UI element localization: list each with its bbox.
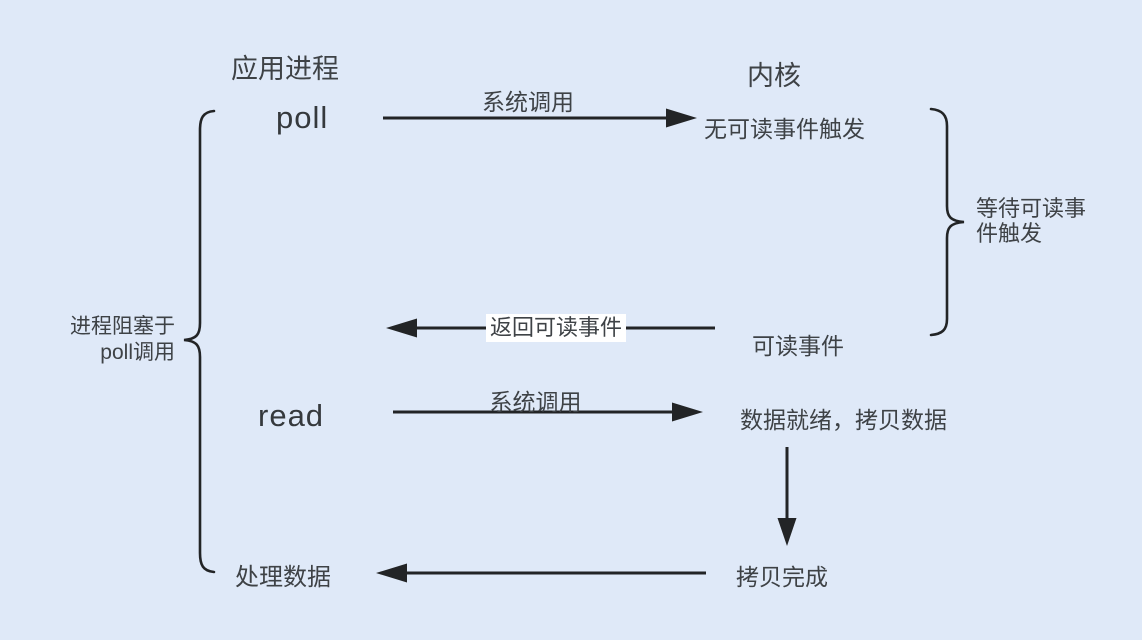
left-brace <box>183 109 216 574</box>
label-process-blocked-on-poll: 进程阻塞于 poll调用 <box>58 314 175 366</box>
node-data-ready-copy: 数据就绪，拷贝数据 <box>740 407 947 433</box>
node-no-readable-event: 无可读事件触发 <box>704 116 865 142</box>
node-copy-done: 拷贝完成 <box>736 564 828 590</box>
arrow-copy-down <box>777 447 797 546</box>
right-brace <box>929 107 965 337</box>
node-readable-event: 可读事件 <box>752 333 844 359</box>
label-return-readable-event: 返回可读事件 <box>486 314 627 342</box>
label-process-blocked-line2: poll调用 <box>100 341 175 364</box>
node-poll: poll <box>276 100 329 135</box>
label-wait-readable-event: 等待可读事 件触发 <box>976 196 1106 246</box>
label-read-syscall: 系统调用 <box>489 389 582 415</box>
header-kernel: 内核 <box>747 61 801 91</box>
arrow-poll-syscall <box>383 108 697 128</box>
arrow-copy-complete <box>376 563 706 583</box>
label-poll-syscall: 系统调用 <box>482 89 574 115</box>
node-read: read <box>258 398 325 433</box>
label-wait-readable-event-line2: 件触发 <box>976 221 1043 246</box>
header-application-process: 应用进程 <box>231 54 339 84</box>
label-process-blocked-line1: 进程阻塞于 <box>70 315 175 338</box>
node-process-data: 处理数据 <box>235 564 331 591</box>
label-wait-readable-event-line1: 等待可读事 <box>976 196 1087 221</box>
arrow-read-syscall <box>393 402 703 422</box>
